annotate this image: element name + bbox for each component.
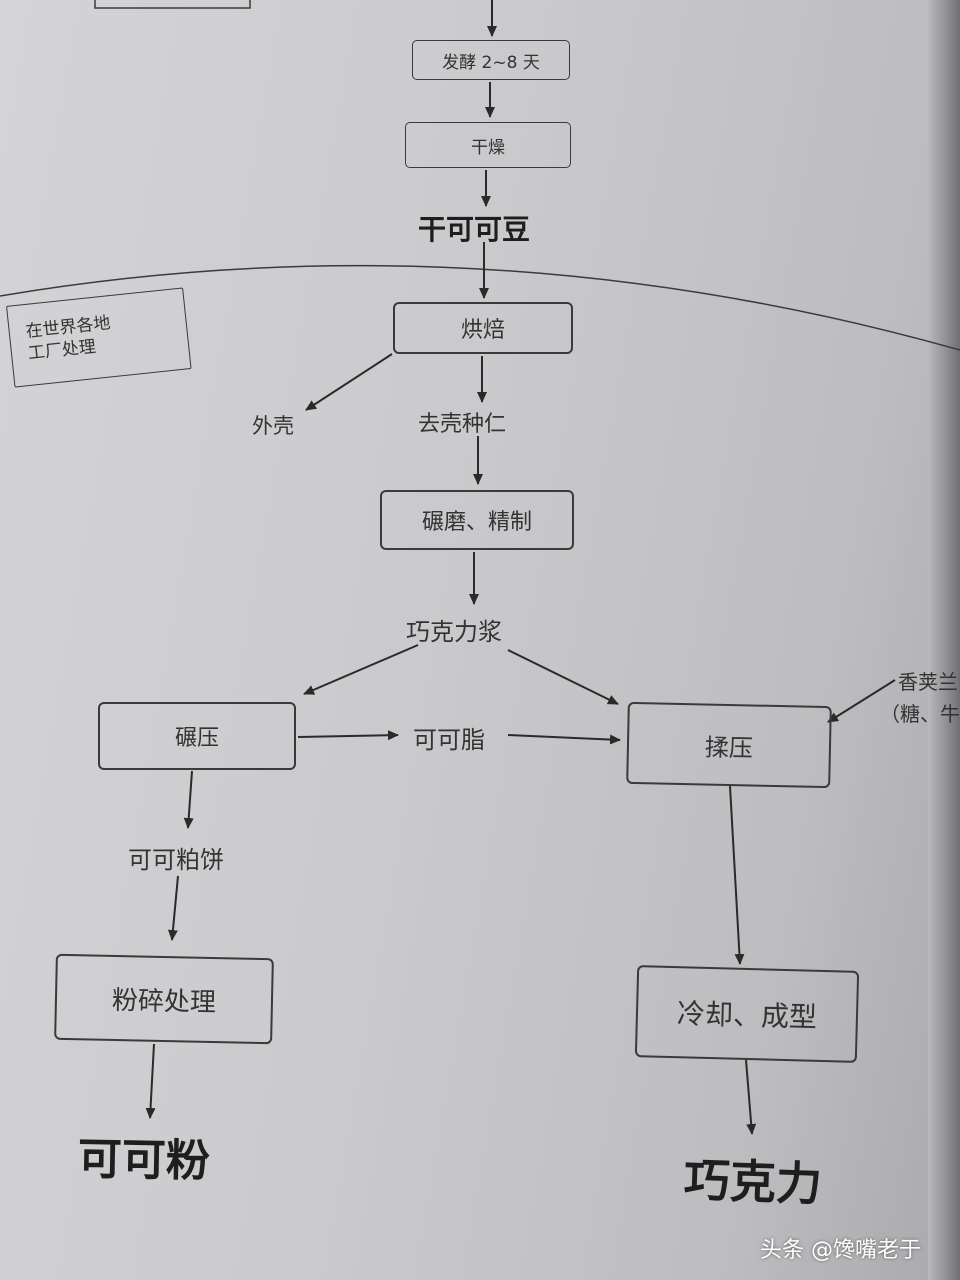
region-divider [0, 264, 960, 351]
page-edge [928, 0, 960, 1280]
additive-label-line1: 香荚兰 [898, 670, 958, 694]
grind-box: 碾磨、精制 [380, 490, 574, 550]
arrow-pulverize-to-powder [145, 1043, 156, 1119]
conche-box: 揉压 [626, 701, 832, 789]
chocolate-label: 巧克力 [682, 1152, 823, 1212]
liquor-label: 巧克力浆 [406, 618, 502, 646]
dry-beans-label: 干可可豆 [418, 213, 531, 246]
watermark: 头条 @馋嘴老于 [760, 1238, 921, 1263]
dry-box: 干燥 [405, 122, 571, 168]
arrow-liquor-to-conche [507, 649, 619, 705]
additive-label-line2: （糖、牛 [880, 702, 960, 726]
cake-label: 可可粕饼 [128, 846, 224, 874]
arrow-press-to-butter [297, 730, 399, 741]
partial-box-top [94, 0, 251, 9]
shell-label: 外壳 [252, 414, 294, 438]
cocoa-powder-label: 可可粉 [77, 1133, 211, 1188]
butter-label: 可可脂 [413, 726, 485, 754]
ferment-box: 发酵 2~8 天 [412, 40, 570, 80]
press-box: 碾压 [98, 702, 296, 770]
cool-box: 冷却、成型 [634, 965, 860, 1063]
arrow-cake-to-pulverize [167, 875, 179, 941]
roast-box: 烘焙 [393, 302, 573, 354]
nibs-label: 去壳种仁 [418, 412, 507, 437]
arrow-press-to-cake [183, 770, 194, 829]
arrow-additive-to-conche [827, 679, 896, 723]
arrow-liquor-to-press [303, 644, 419, 695]
arrow-cool-to-chocolate [745, 1059, 757, 1135]
arrow-roast-to-shell [305, 353, 393, 411]
pulverize-box: 粉碎处理 [54, 953, 274, 1045]
arrow-conche-to-cool [729, 785, 745, 965]
arrow-butter-to-conche [507, 734, 621, 745]
